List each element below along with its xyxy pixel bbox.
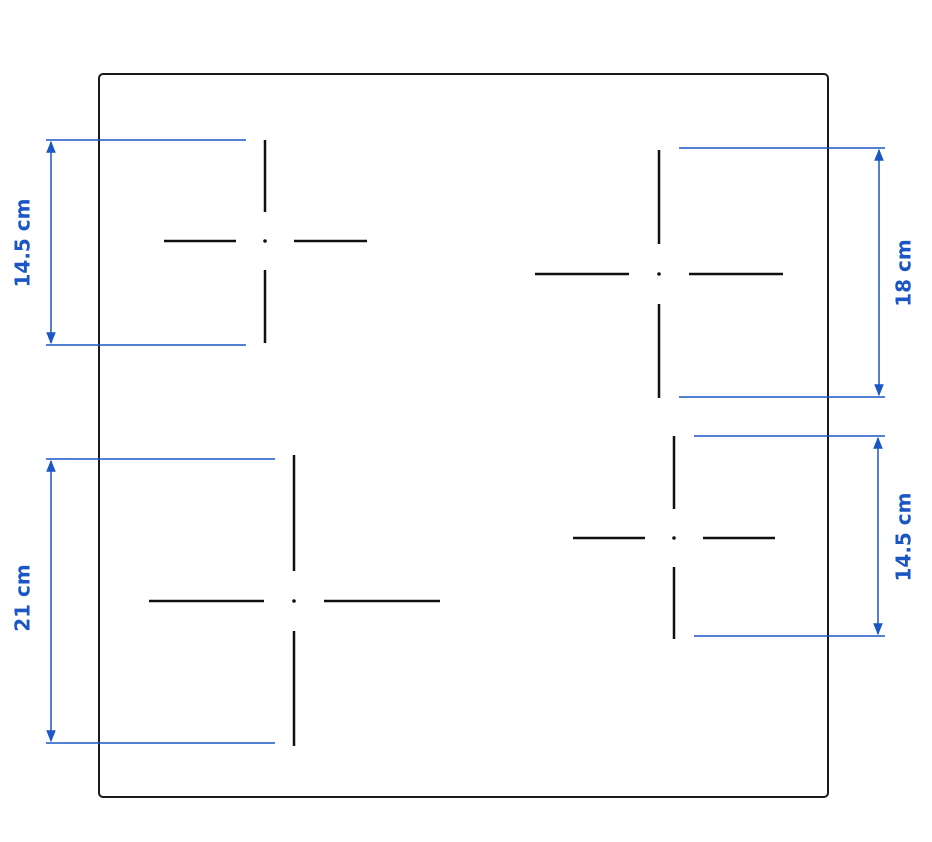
dimension-bottom-left (46, 458, 275, 744)
dimension-label-top-left: 14.5 cm (11, 198, 35, 287)
dimension-top-left (46, 139, 246, 346)
burner-center (657, 272, 661, 276)
burner-center (672, 536, 676, 540)
dimension-label-bottom-left: 21 cm (11, 564, 35, 632)
dimension-label-top-right: 18 cm (892, 239, 916, 307)
burner-center (263, 239, 267, 243)
dimension-label-bottom-right: 14.5 cm (892, 492, 916, 581)
burner-bottom-left (149, 455, 440, 746)
burner-center (292, 599, 296, 603)
burner-bottom-right (573, 436, 775, 639)
burner-top-left (164, 140, 367, 343)
dimension-top-right (679, 147, 885, 398)
dimension-bottom-right (694, 435, 885, 637)
burner-top-right (535, 150, 783, 398)
